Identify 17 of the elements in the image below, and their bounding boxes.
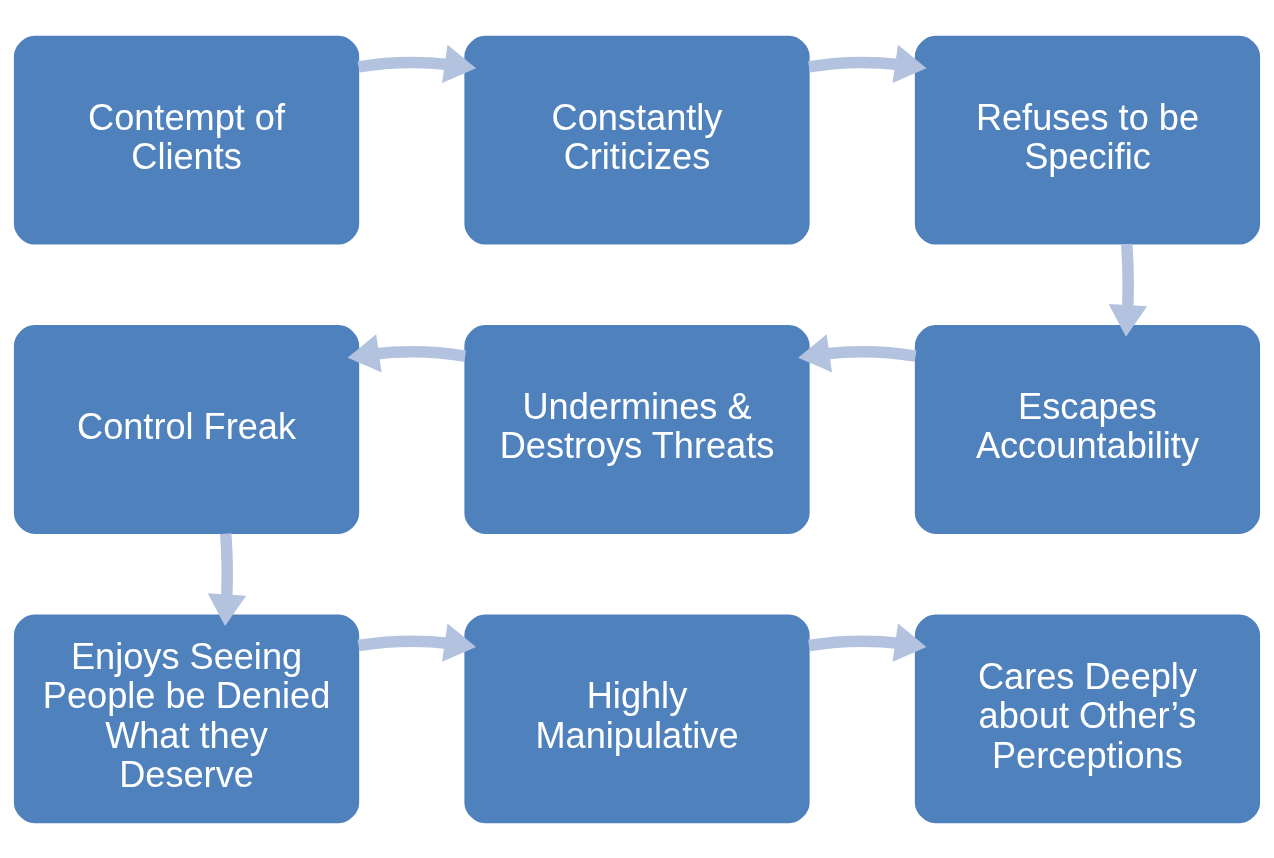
arrow xyxy=(808,44,927,83)
node-box: Refuses to be Specific xyxy=(914,35,1261,245)
node-box: Cares Deeply about Other’s Perceptions xyxy=(914,613,1261,823)
node-box: Control Freak xyxy=(13,324,360,534)
node-box: Constantly Criticizes xyxy=(464,35,810,245)
arrow xyxy=(347,333,466,372)
node-box: Undermines & Destroys Threats xyxy=(464,324,810,534)
node-box: Contempt of Clients xyxy=(13,35,360,245)
node-box: Highly Manipulative xyxy=(464,613,810,823)
arrow xyxy=(808,623,927,662)
arrow xyxy=(798,333,917,372)
node-box: Enjoys Seeing People be Denied What they Deserve xyxy=(13,613,360,823)
node-box: Escapes Accountability xyxy=(914,324,1261,534)
arrow xyxy=(1108,243,1148,337)
arrow xyxy=(357,44,477,83)
arrow xyxy=(207,532,247,626)
arrow xyxy=(357,623,477,662)
